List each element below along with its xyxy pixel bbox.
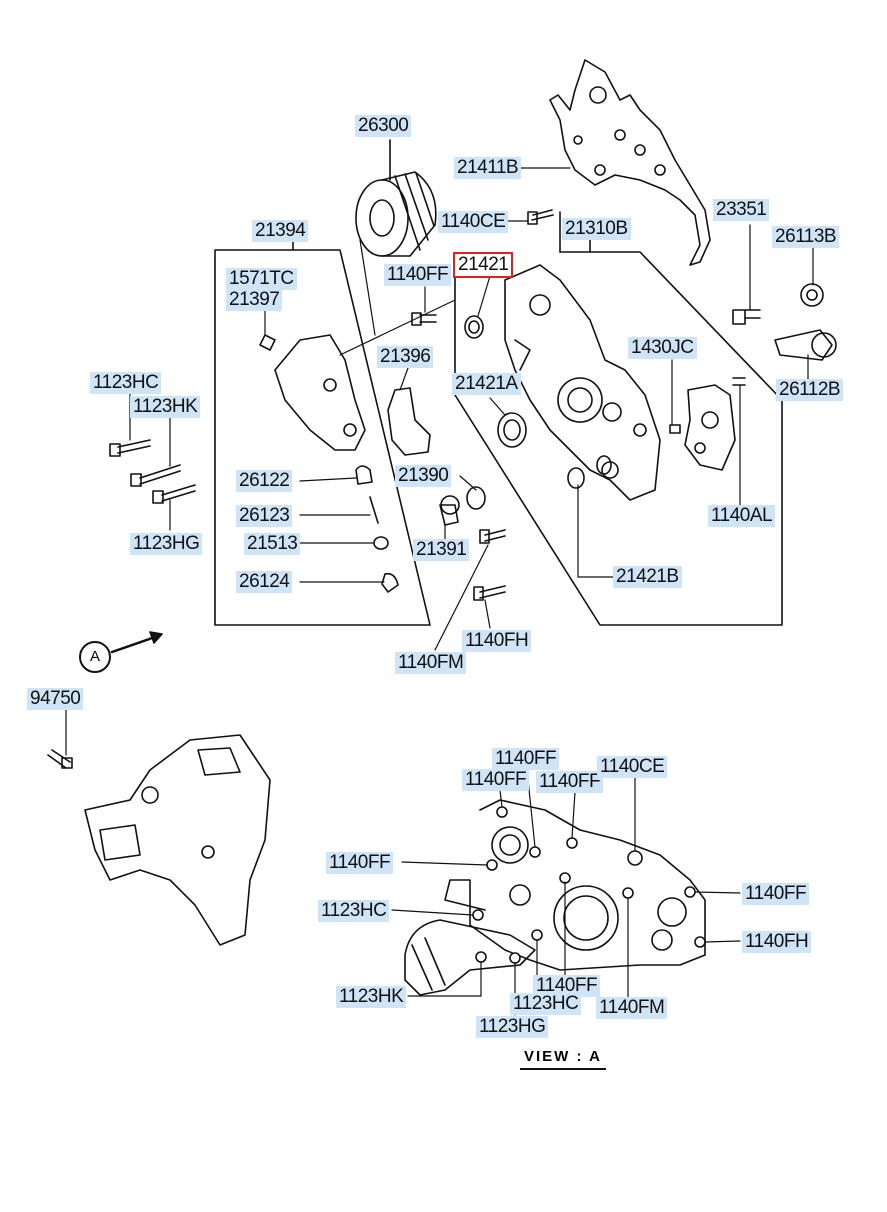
part-label-21513[interactable]: 21513 — [244, 533, 301, 555]
part-label-21421-selected[interactable]: 21421 — [452, 252, 514, 278]
part-label-26113B[interactable]: 26113B — [772, 226, 840, 248]
oil-pump-body — [504, 264, 661, 501]
pump-cover — [669, 384, 736, 471]
part-label-1430JC[interactable]: 1430JC — [628, 337, 697, 359]
view-label-1140FF-c[interactable]: 1140FF — [536, 771, 604, 793]
engine-block — [84, 734, 271, 946]
filter-bracket — [259, 334, 366, 451]
part-label-94750[interactable]: 94750 — [27, 688, 84, 710]
pump-gears — [774, 283, 837, 361]
view-a-callout: A — [79, 641, 111, 673]
view-label-1123HC-a[interactable]: 1123HC — [318, 900, 390, 922]
part-label-26123[interactable]: 26123 — [236, 505, 293, 527]
bolts — [47, 209, 761, 769]
view-label-1140FF-d[interactable]: 1140FF — [326, 852, 394, 874]
part-label-1140AL[interactable]: 1140AL — [708, 505, 776, 527]
view-label-1123HK[interactable]: 1123HK — [336, 986, 407, 1008]
leader-lines — [65, 167, 814, 756]
oil-filter-26300 — [355, 139, 437, 257]
part-label-1140FH[interactable]: 1140FH — [462, 630, 532, 652]
part-label-21421B[interactable]: 21421B — [613, 566, 682, 588]
view-label-1140FF-f[interactable]: 1140FF — [533, 975, 601, 997]
part-label-21391[interactable]: 21391 — [413, 539, 470, 561]
part-label-26300[interactable]: 26300 — [355, 115, 412, 137]
part-label-21396[interactable]: 21396 — [377, 346, 434, 368]
part-label-21421A[interactable]: 21421A — [452, 373, 521, 395]
view-label-1140FH[interactable]: 1140FH — [742, 931, 812, 953]
view-label-1123HG[interactable]: 1123HG — [476, 1016, 549, 1038]
part-label-1123HC-left[interactable]: 1123HC — [90, 372, 162, 394]
view-label-1140FM[interactable]: 1140FM — [596, 997, 668, 1019]
gasket-21396 — [387, 387, 431, 456]
small-parts — [355, 465, 459, 593]
part-label-1571TC[interactable]: 1571TC — [226, 268, 297, 290]
part-label-26112B[interactable]: 26112B — [776, 379, 844, 401]
seals — [440, 315, 612, 515]
view-a-body — [404, 799, 706, 996]
view-label-1140FF-e[interactable]: 1140FF — [742, 883, 810, 905]
part-label-23351[interactable]: 23351 — [713, 199, 770, 221]
view-label-1123HC-b[interactable]: 1123HC — [510, 993, 582, 1015]
part-label-21310B[interactable]: 21310B — [562, 218, 631, 240]
part-label-26122[interactable]: 26122 — [236, 470, 293, 492]
part-label-21390[interactable]: 21390 — [395, 465, 452, 487]
view-title: VIEW : A — [520, 1048, 606, 1070]
view-label-1140FF-a[interactable]: 1140FF — [492, 748, 560, 770]
part-label-1123HK-left[interactable]: 1123HK — [130, 396, 201, 418]
part-label-26124[interactable]: 26124 — [236, 571, 293, 593]
part-label-21411B[interactable]: 21411B — [454, 157, 522, 179]
part-label-1140FM[interactable]: 1140FM — [395, 652, 467, 674]
part-label-21394[interactable]: 21394 — [252, 220, 309, 242]
part-label-21397[interactable]: 21397 — [226, 289, 283, 311]
part-label-1140FF-top[interactable]: 1140FF — [384, 264, 452, 286]
group-box-21394 — [214, 249, 431, 626]
view-label-1140FF-b[interactable]: 1140FF — [462, 769, 530, 791]
view-label-1140CE[interactable]: 1140CE — [597, 756, 668, 778]
part-label-1140CE-top[interactable]: 1140CE — [438, 211, 509, 233]
cover-plate-21411B — [549, 59, 711, 266]
group-box-21310B — [454, 251, 783, 626]
part-label-1123HG-left[interactable]: 1123HG — [130, 533, 203, 555]
